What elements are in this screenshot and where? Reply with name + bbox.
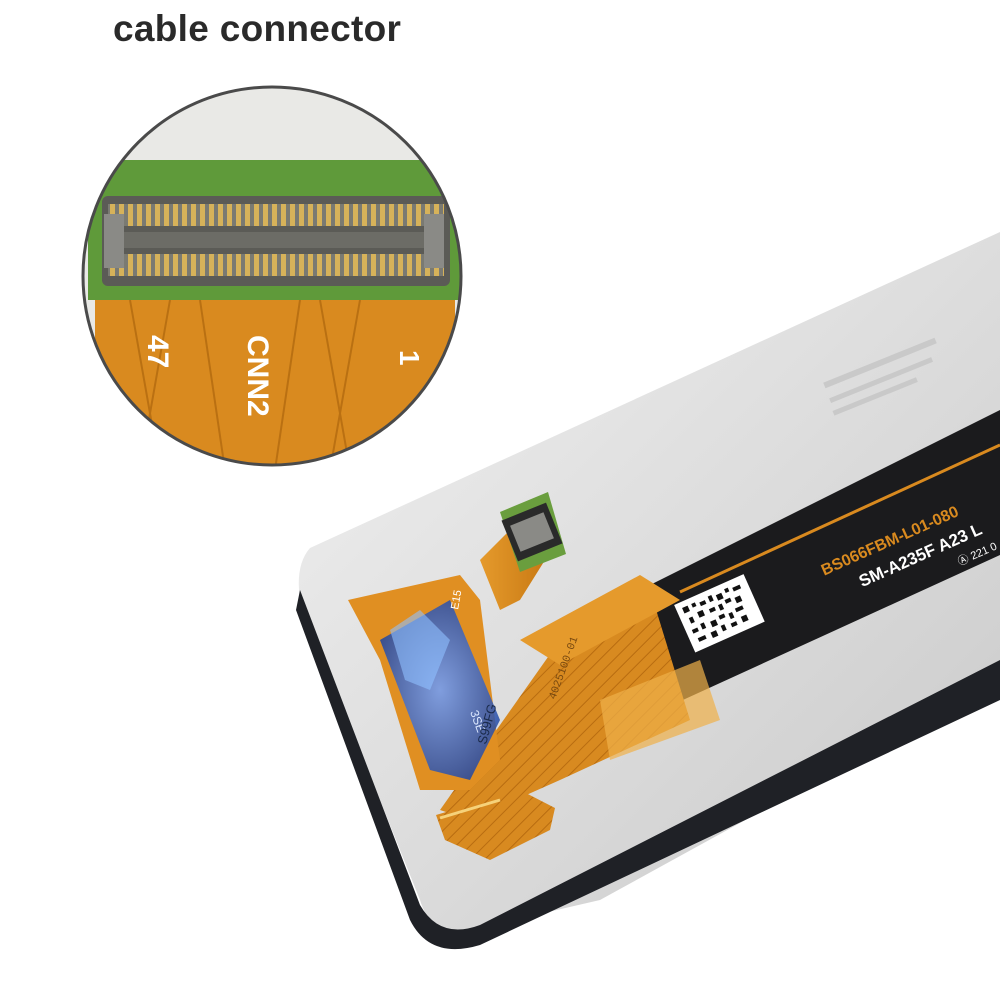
- qr-sticker: [674, 574, 765, 653]
- side-mark: E15: [449, 589, 464, 610]
- orange-flex-cable: 4025100-01: [440, 575, 720, 820]
- inset-label-cnn2: CNN2: [241, 335, 274, 417]
- small-flex-tail: [480, 492, 566, 610]
- inset-label-pin-47: 47: [141, 335, 174, 368]
- heading-cable-connector: cable connector: [113, 8, 402, 49]
- lower-gold-tab: [436, 790, 555, 860]
- zoom-inset: 1 CNN2 47: [81, 85, 463, 467]
- inset-border: [81, 85, 463, 467]
- black-flex-strip: [560, 410, 1000, 715]
- driver-ic-chip: 3SE S99FG E15: [348, 575, 500, 790]
- inset-label-pin-1: 1: [394, 350, 425, 366]
